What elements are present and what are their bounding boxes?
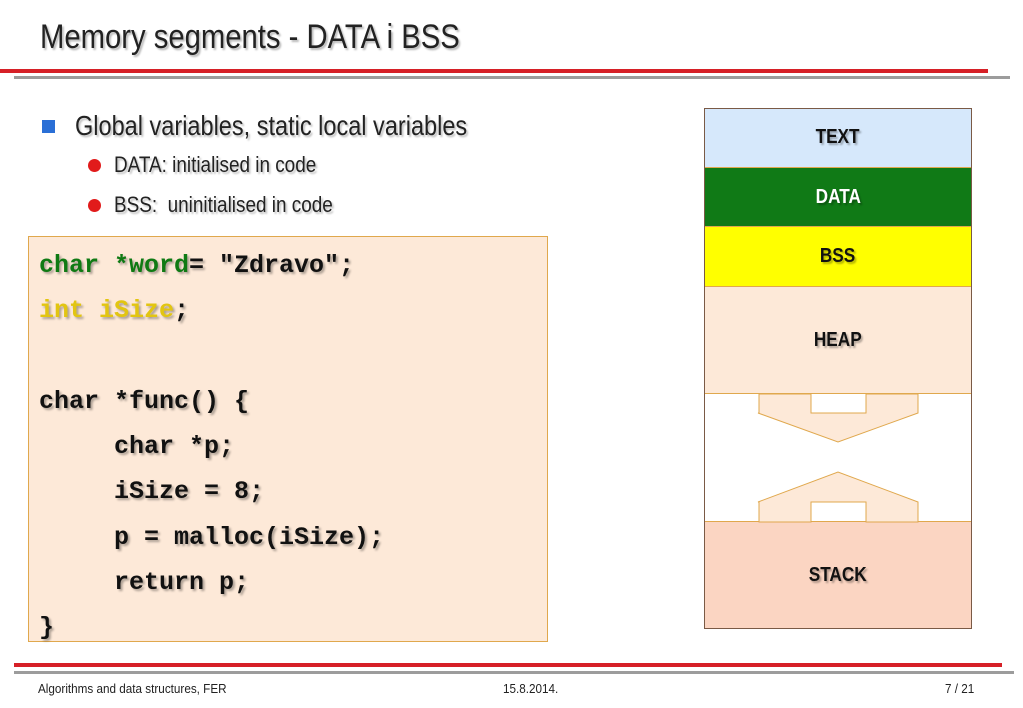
code-line: iSize = 8; xyxy=(39,469,547,514)
code-line: } xyxy=(39,605,547,650)
code-line: return p; xyxy=(39,560,547,605)
segment-label: TEXT xyxy=(816,126,860,148)
footer-page-number: 7 / 21 xyxy=(945,681,975,696)
code-token: char *p; xyxy=(39,432,235,462)
code-token: char *func() { xyxy=(39,386,250,416)
memory-diagram: TEXT DATA BSS HEAP STACK xyxy=(704,108,972,629)
code-token: ; xyxy=(174,296,190,326)
code-line: int iSize; xyxy=(39,288,547,333)
bullet-main-text: Global variables, static local variables xyxy=(75,110,468,141)
bullet-sub-text: BSS: uninitialised in code xyxy=(114,192,333,217)
bullet-sub-text: DATA: initialised in code xyxy=(114,152,317,177)
segment-bss: BSS xyxy=(704,227,972,287)
bullet-sub-data: DATA: initialised in code xyxy=(88,152,349,178)
slide-title: Memory segments - DATA i BSS xyxy=(40,18,460,56)
code-token: return p; xyxy=(39,568,250,598)
code-token: p = malloc(iSize); xyxy=(39,522,385,552)
code-block: char *word= "Zdravo";int iSize;char *fun… xyxy=(28,236,548,642)
segment-label: DATA xyxy=(815,185,861,208)
footer-rule-gray xyxy=(14,671,1014,674)
code-token: } xyxy=(39,613,55,643)
header-rule-gray xyxy=(14,76,1010,79)
segment-heap: HEAP xyxy=(704,287,972,394)
round-bullet-icon xyxy=(88,158,101,172)
footer-course: Algorithms and data structures, FER xyxy=(38,681,227,696)
growth-arrows xyxy=(757,393,919,523)
code-line xyxy=(39,334,547,379)
segment-label: BSS xyxy=(820,245,856,267)
header-rule-red xyxy=(0,69,988,73)
segment-data: DATA xyxy=(704,168,972,227)
code-line: char *func() { xyxy=(39,379,547,424)
code-token: iSize = 8; xyxy=(39,477,265,507)
code-line: char *p; xyxy=(39,424,547,469)
segment-text: TEXT xyxy=(704,108,972,168)
code-line: char *word= "Zdravo"; xyxy=(39,243,547,288)
round-bullet-icon xyxy=(88,198,101,212)
code-line: p = malloc(iSize); xyxy=(39,515,547,560)
heap-grow-down-arrow xyxy=(757,393,919,443)
square-bullet-icon xyxy=(42,119,55,133)
footer-date: 15.8.2014. xyxy=(503,681,559,696)
bullet-sub-bss: BSS: uninitialised in code xyxy=(88,192,368,218)
bullet-main: Global variables, static local variables xyxy=(42,110,542,142)
code-token: int iSize xyxy=(39,296,175,326)
code-token: char *word xyxy=(39,251,190,280)
segment-stack: STACK xyxy=(704,522,972,629)
footer-rule-red xyxy=(14,663,1002,667)
segment-label: HEAP xyxy=(814,328,862,351)
stack-grow-up-arrow xyxy=(757,471,919,523)
segment-label: STACK xyxy=(809,563,867,586)
code-token: = "Zdravo"; xyxy=(189,251,355,280)
